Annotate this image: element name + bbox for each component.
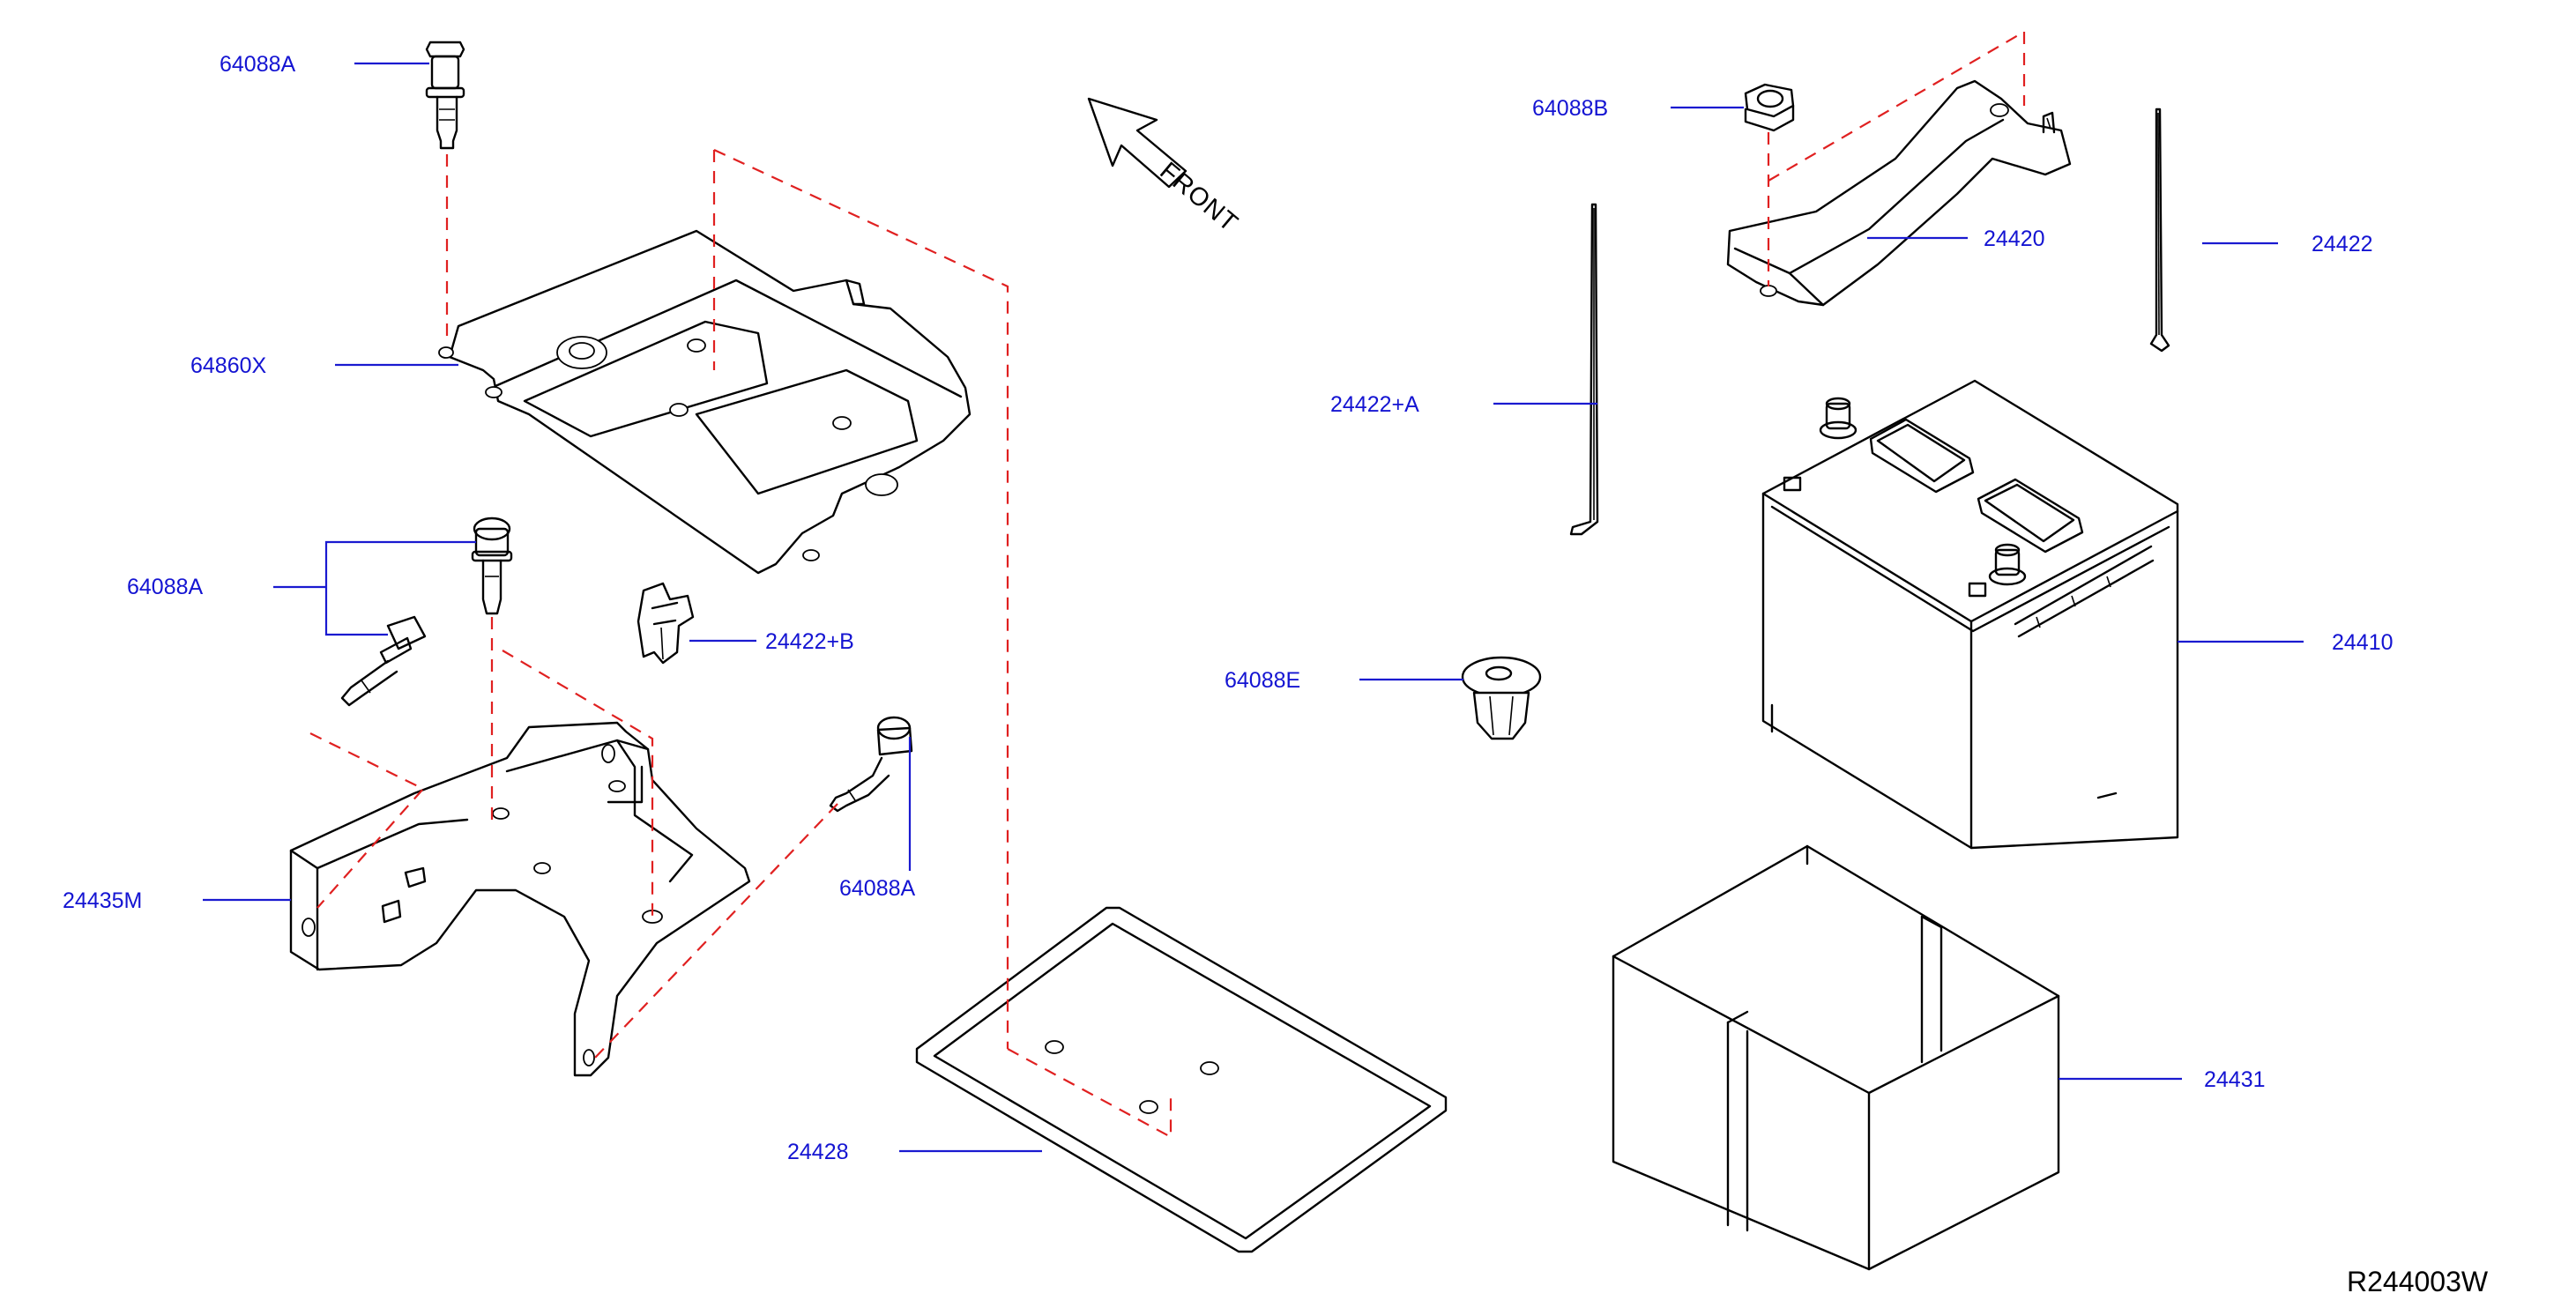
callout-64088a-middle: 64088A: [127, 575, 204, 599]
plate-64860x-icon: [438, 229, 972, 575]
rod-24422a-icon: [1569, 203, 1599, 536]
callout-24422b: 24422+B: [765, 629, 854, 654]
alignment-dashes: [309, 31, 2026, 1139]
callout-24435m: 24435M: [63, 888, 143, 913]
callout-24422a: 24422+A: [1330, 392, 1419, 417]
leader-lines: [203, 62, 2304, 1153]
callout-24431: 24431: [2204, 1067, 2266, 1092]
callout-64088b: 64088B: [1532, 96, 1609, 121]
bolt-64088a-middle-upper-icon: [471, 517, 513, 615]
callout-64860x: 64860X: [190, 353, 267, 378]
rod-24422-icon: [2149, 108, 2170, 353]
callout-64088e: 64088E: [1225, 668, 1301, 693]
callout-64088a-top: 64088A: [220, 52, 296, 77]
callout-24420: 24420: [1984, 227, 2045, 251]
reference-code: R244003W: [2347, 1266, 2489, 1297]
hold-down-24420-icon: [1726, 79, 2072, 307]
front-arrow-icon: [1087, 97, 1187, 189]
callout-24422: 24422: [2312, 232, 2373, 256]
callout-24428: 24428: [787, 1140, 849, 1164]
clip-24422b-icon: [637, 582, 695, 665]
tray-24428-icon: [915, 906, 1448, 1253]
bolt-64088a-right-icon: [829, 716, 913, 813]
bolt-64088a-middle-lower-icon: [340, 615, 427, 707]
bolt-64088a-top-icon: [425, 41, 465, 150]
nut-64088b-icon: [1744, 83, 1795, 132]
battery-cover-24431-icon: [1612, 844, 2060, 1271]
callout-24410: 24410: [2332, 630, 2394, 655]
clip-64088e-icon: [1461, 656, 1542, 740]
battery-24410-icon: [1761, 379, 2179, 850]
bracket-24435m-icon: [289, 721, 751, 1077]
callout-64088a-right: 64088A: [839, 876, 916, 901]
